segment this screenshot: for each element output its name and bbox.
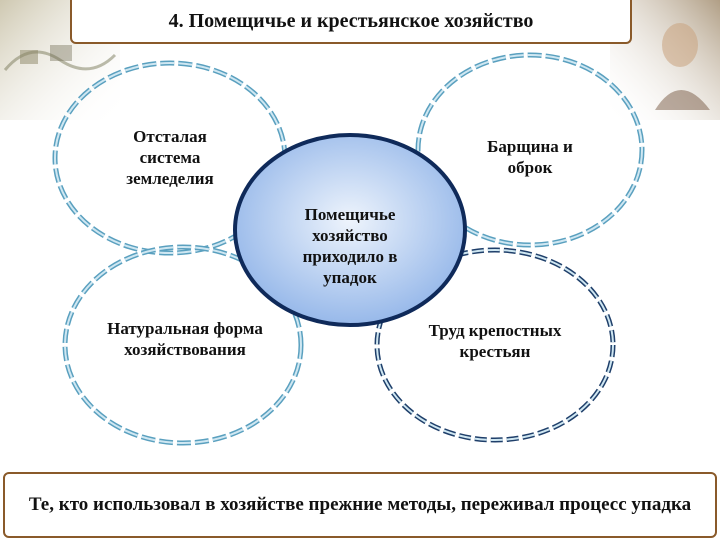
conclusion-text: Те, кто использовал в хозяйстве прежние … xyxy=(28,494,692,515)
center-circle xyxy=(233,133,467,327)
factor-label-subsistence-economy: Натуральная форма хозяйствования xyxy=(107,319,263,359)
ring-bottom-right xyxy=(374,247,616,443)
ring-bottom-left xyxy=(62,244,304,446)
page-title: 4. Помещичье и крестьянское хозяйство xyxy=(70,0,632,44)
ring-top-right xyxy=(415,52,645,248)
factor-label-serf-labor: Труд крепостных крестьян xyxy=(428,321,562,361)
center-label: Помещичье хозяйство приходило в упадок xyxy=(302,205,398,287)
factor-label-backward-farming: Отсталая система земледелия xyxy=(126,127,214,188)
factor-label-corvee-quitrent: Барщина и оброк xyxy=(487,137,573,177)
portrait-illustration xyxy=(610,0,720,120)
conclusion-box: Те, кто использовал в хозяйстве прежние … xyxy=(3,472,717,538)
